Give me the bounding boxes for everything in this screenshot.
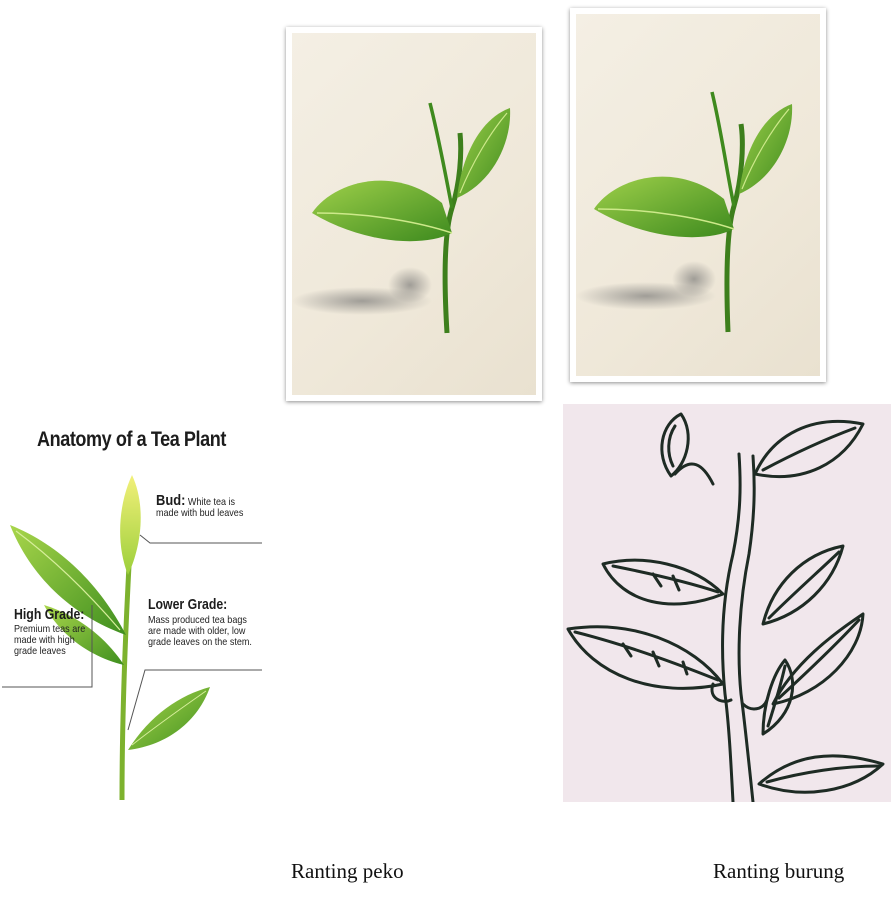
anatomy-title: Anatomy of a Tea Plant [37,428,226,452]
tea-shoot-photo-2 [570,8,826,382]
caption-ranting-burung: Ranting burung [713,859,844,884]
lower-grade-text: Mass produced tea bags are made with old… [148,615,258,648]
high-grade-heading: High Grade: [14,606,88,623]
caption-ranting-peko: Ranting peko [291,859,404,884]
tea-twig-drawing [563,404,891,802]
tea-shoot-photo-1 [286,27,542,401]
lower-grade-label: Lower Grade: Mass produced tea bags are … [148,596,278,648]
high-grade-label: High Grade: Premium teas are made with h… [14,606,104,657]
lower-grade-heading: Lower Grade: [148,596,255,613]
bud-label: Bud: White tea is made with bud leaves [156,495,266,519]
high-grade-text: Premium teas are made with high grade le… [14,624,91,657]
tea-shoot-illustration-1 [292,33,536,395]
tea-twig-sketch [563,404,891,802]
tea-shoot-illustration-2 [576,14,820,376]
